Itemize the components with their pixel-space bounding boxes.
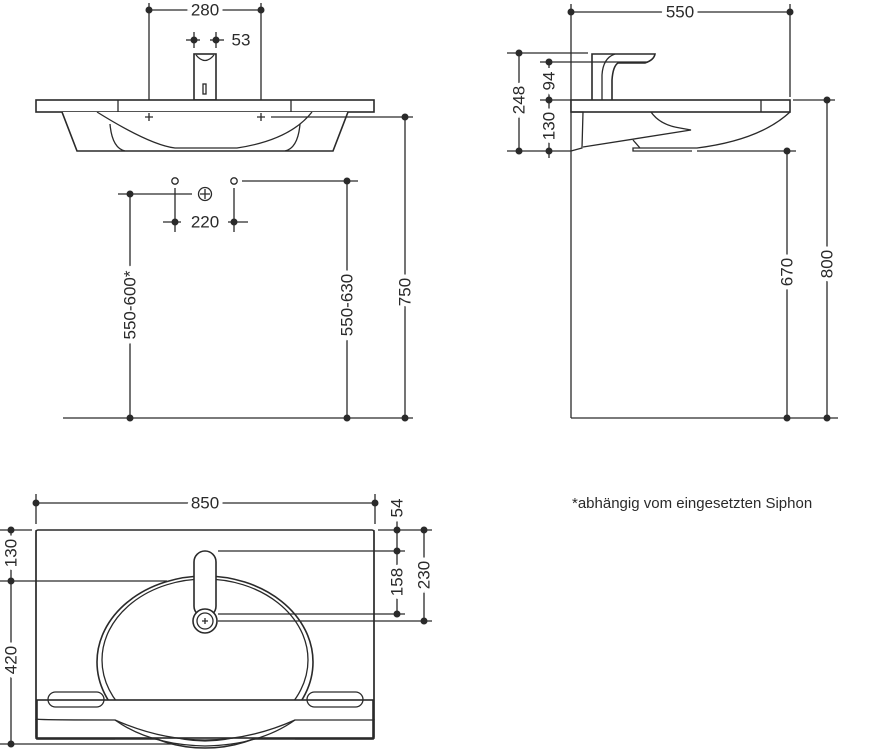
dim-faucet-width: 53 (232, 31, 251, 50)
dim-siphon-height: 550-600* (121, 270, 140, 339)
footnote: *abhängig vom eingesetzten Siphon (572, 495, 812, 512)
dim-side-underside: 670 (778, 258, 797, 286)
dim-basin-top: 130 (2, 539, 21, 567)
drain-icon (197, 186, 213, 202)
side-view: 550 248 94 130 800 670 (506, 0, 841, 422)
dim-basin-depth: 420 (2, 646, 21, 674)
faucet-top (193, 550, 217, 618)
dim-hole-spacing: 220 (191, 213, 219, 232)
top-view: 850 130 420 54 158 230 (0, 490, 438, 749)
dim-wall-offset: 54 (388, 499, 407, 518)
front-view: 280 53 750 550-600* 220 550-630 (35, 0, 419, 422)
dim-side-total-height: 800 (818, 250, 837, 278)
grip-slot-right (306, 691, 364, 708)
dim-faucet-total: 248 (510, 86, 529, 114)
dim-faucet-height: 94 (540, 72, 559, 91)
dim-underside-height: 550-630 (338, 274, 357, 336)
countertop-side (570, 99, 791, 113)
dim-total-height: 750 (396, 278, 415, 306)
dim-tap-spacing: 280 (191, 1, 219, 20)
dim-drain-offset: 230 (415, 561, 434, 589)
grip-slot-left (47, 691, 105, 708)
dim-depth: 550 (666, 3, 694, 22)
dim-width: 850 (191, 494, 219, 513)
dim-basin-height: 130 (540, 112, 559, 140)
dim-faucet-offset: 158 (388, 568, 407, 596)
countertop (35, 99, 375, 113)
